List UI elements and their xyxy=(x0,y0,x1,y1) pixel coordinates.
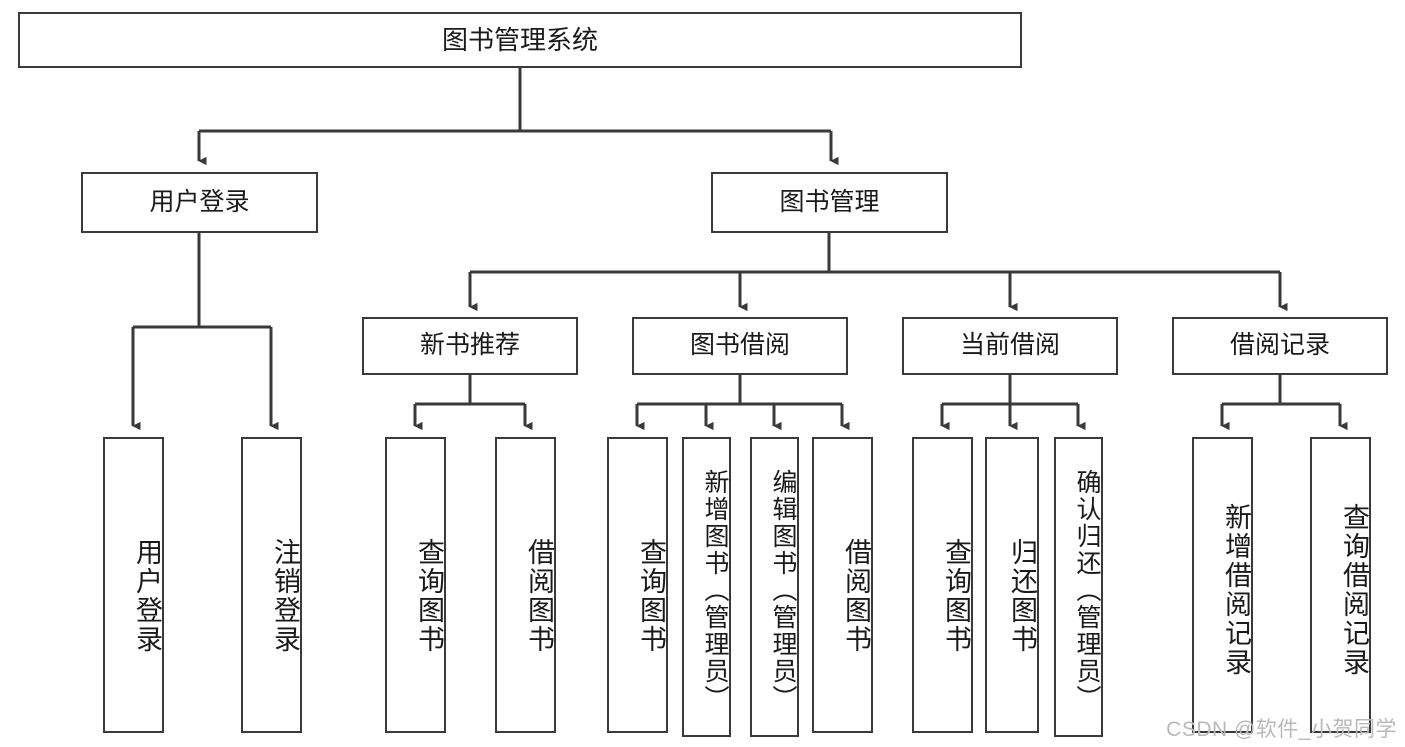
node-leaf-borrow-book-2-label: 借阅图书 xyxy=(841,538,871,654)
node-leaf-borrow-book-1-label: 借阅图书 xyxy=(524,538,554,654)
node-leaf-user-login-label: 用户登录 xyxy=(132,538,162,654)
node-leaf-query-book-1[interactable]: 查询图书 xyxy=(385,437,446,733)
node-leaf-query-book-3[interactable]: 查询图书 xyxy=(912,437,973,733)
node-borrow-record[interactable]: 借阅记录 xyxy=(1172,317,1388,375)
node-leaf-add-book-label: 新增图书（管理员） xyxy=(701,468,729,712)
node-leaf-query-book-2-label: 查询图书 xyxy=(636,538,666,654)
node-book-borrow-label: 图书借阅 xyxy=(689,331,790,360)
node-leaf-return-book-label: 归还图书 xyxy=(1007,538,1037,654)
node-root[interactable]: 图书管理系统 xyxy=(18,12,1022,68)
node-leaf-query-record[interactable]: 查询借阅记录 xyxy=(1310,437,1371,733)
node-leaf-query-book-1-label: 查询图书 xyxy=(414,538,444,654)
node-leaf-return-book[interactable]: 归还图书 xyxy=(985,437,1039,733)
node-current-borrow[interactable]: 当前借阅 xyxy=(902,317,1118,375)
node-book-management[interactable]: 图书管理 xyxy=(711,172,948,233)
node-leaf-query-record-label: 查询借阅记录 xyxy=(1339,503,1369,677)
node-leaf-add-book[interactable]: 新增图书（管理员） xyxy=(682,437,731,737)
node-leaf-edit-book[interactable]: 编辑图书（管理员） xyxy=(750,437,799,737)
node-new-book-recommend[interactable]: 新书推荐 xyxy=(362,317,578,375)
node-new-book-recommend-label: 新书推荐 xyxy=(419,331,520,360)
node-leaf-confirm-return-label: 确认归还（管理员） xyxy=(1073,468,1101,712)
node-leaf-edit-book-label: 编辑图书（管理员） xyxy=(769,468,797,712)
node-leaf-user-login[interactable]: 用户登录 xyxy=(103,437,164,733)
node-book-management-label: 图书管理 xyxy=(779,187,880,216)
node-leaf-query-book-3-label: 查询图书 xyxy=(941,538,971,654)
node-book-borrow[interactable]: 图书借阅 xyxy=(632,317,848,375)
node-leaf-borrow-book-2[interactable]: 借阅图书 xyxy=(812,437,873,733)
watermark: CSDN @软件_小贺同学 xyxy=(1166,718,1397,741)
node-leaf-query-book-2[interactable]: 查询图书 xyxy=(607,437,668,733)
node-current-borrow-label: 当前借阅 xyxy=(959,331,1060,360)
node-leaf-add-record[interactable]: 新增借阅记录 xyxy=(1192,437,1253,733)
node-root-label: 图书管理系统 xyxy=(441,24,598,55)
node-leaf-user-logout[interactable]: 注销登录 xyxy=(241,437,302,733)
node-user-login-label: 用户登录 xyxy=(149,187,250,216)
node-leaf-borrow-book-1[interactable]: 借阅图书 xyxy=(495,437,556,733)
node-leaf-user-logout-label: 注销登录 xyxy=(270,538,300,654)
node-leaf-add-record-label: 新增借阅记录 xyxy=(1221,503,1251,677)
node-user-login[interactable]: 用户登录 xyxy=(81,172,318,233)
node-borrow-record-label: 借阅记录 xyxy=(1229,331,1330,360)
node-leaf-confirm-return[interactable]: 确认归还（管理员） xyxy=(1054,437,1103,737)
